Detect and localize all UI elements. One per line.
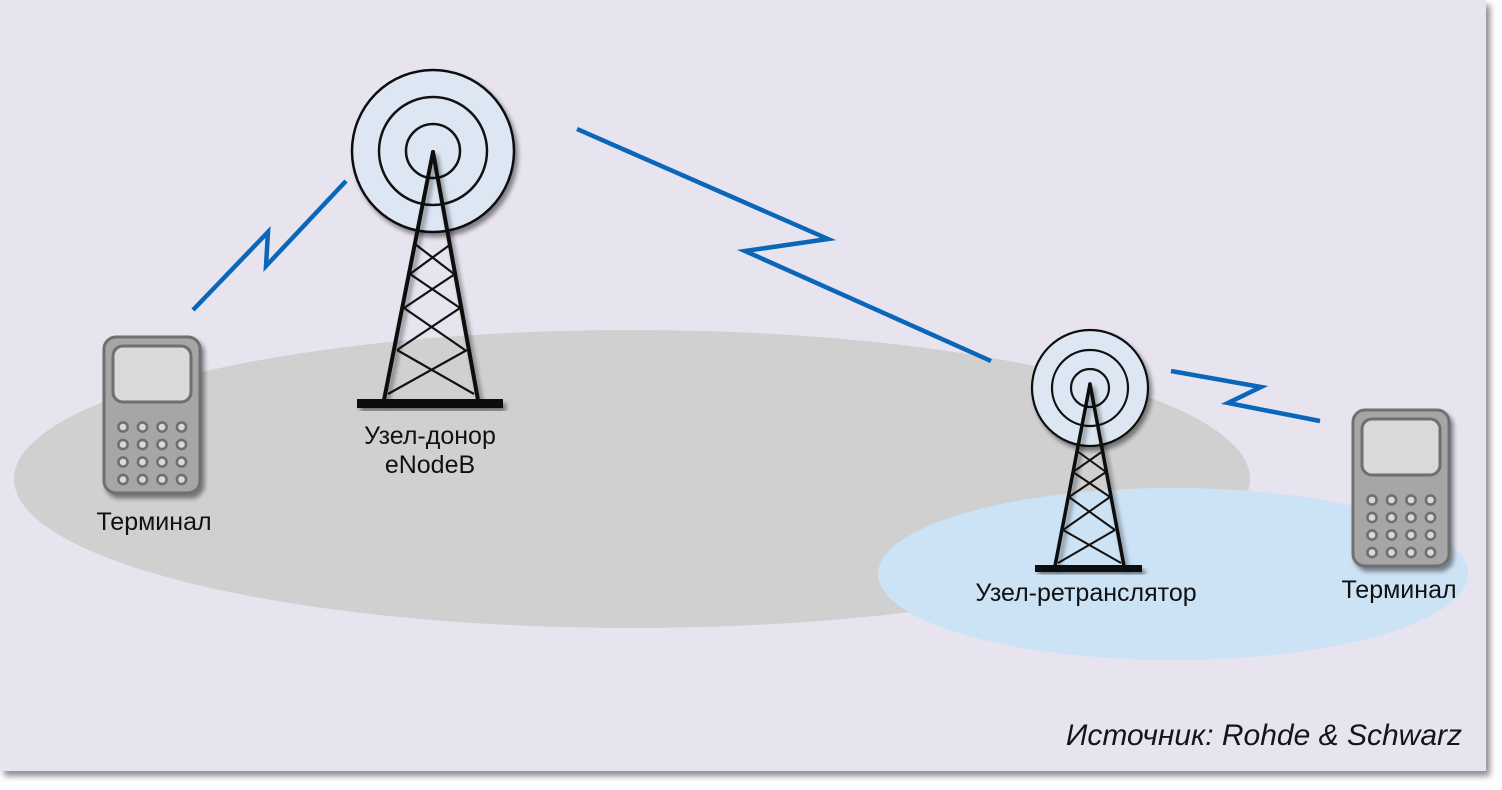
phone-key (1405, 494, 1417, 506)
phone-key (136, 473, 149, 486)
phone-key (175, 456, 188, 468)
phone-key (117, 456, 129, 468)
phone-key (117, 421, 129, 433)
phone-screen (111, 344, 193, 404)
terminal-left-label: Терминал (96, 508, 211, 536)
donor-label-line2: eNodeB (385, 451, 475, 479)
antenna-wave-inner (1069, 367, 1111, 409)
phone-key (156, 438, 168, 451)
phone-key (1424, 494, 1437, 506)
relay-tower-icon (1030, 328, 1150, 572)
phone-key (1405, 511, 1417, 524)
phone-key (1405, 546, 1417, 559)
mobile-phone-icon (1351, 408, 1451, 568)
donor-label-line1: Узел-донор (364, 422, 496, 450)
antenna-wave-middle (377, 95, 489, 207)
antenna-wave-inner (404, 122, 462, 180)
phone-key (1366, 511, 1378, 524)
phone-key (1424, 529, 1437, 541)
phone-key (175, 438, 188, 451)
tower-base (357, 399, 503, 408)
phone-key (136, 438, 149, 451)
phone-key (1366, 529, 1378, 541)
terminal-right-label: Терминал (1341, 576, 1456, 604)
phone-key (1366, 494, 1378, 506)
phone-key (1424, 546, 1437, 559)
tower-base (1035, 565, 1142, 572)
mobile-phone-icon (102, 335, 202, 495)
lightning-link-icon (1170, 368, 1321, 424)
phone-key (117, 473, 129, 486)
phone-key (136, 421, 149, 433)
lightning-link-icon (191, 179, 348, 312)
phone-key (1405, 529, 1417, 541)
donor-tower-icon (350, 68, 516, 408)
phone-key (1385, 511, 1398, 524)
phone-key (136, 456, 149, 468)
relay-coverage-area (878, 488, 1468, 660)
phone-key (156, 473, 168, 486)
relay-label: Узел-ретранслятор (975, 579, 1196, 607)
phone-key (175, 473, 188, 486)
phone-key (1385, 546, 1398, 559)
antenna-wave-middle (1050, 348, 1130, 428)
phone-key (1424, 511, 1437, 524)
phone-key (156, 421, 168, 433)
lightning-link-icon (576, 126, 992, 364)
phone-key (1385, 529, 1398, 541)
phone-key (1366, 546, 1378, 559)
phone-key (156, 456, 168, 468)
phone-key (117, 438, 129, 451)
phone-screen (1360, 417, 1442, 477)
phone-key (175, 421, 188, 433)
source-credit: Источник: Rohde & Schwarz (1066, 719, 1462, 752)
phone-key (1385, 494, 1398, 506)
